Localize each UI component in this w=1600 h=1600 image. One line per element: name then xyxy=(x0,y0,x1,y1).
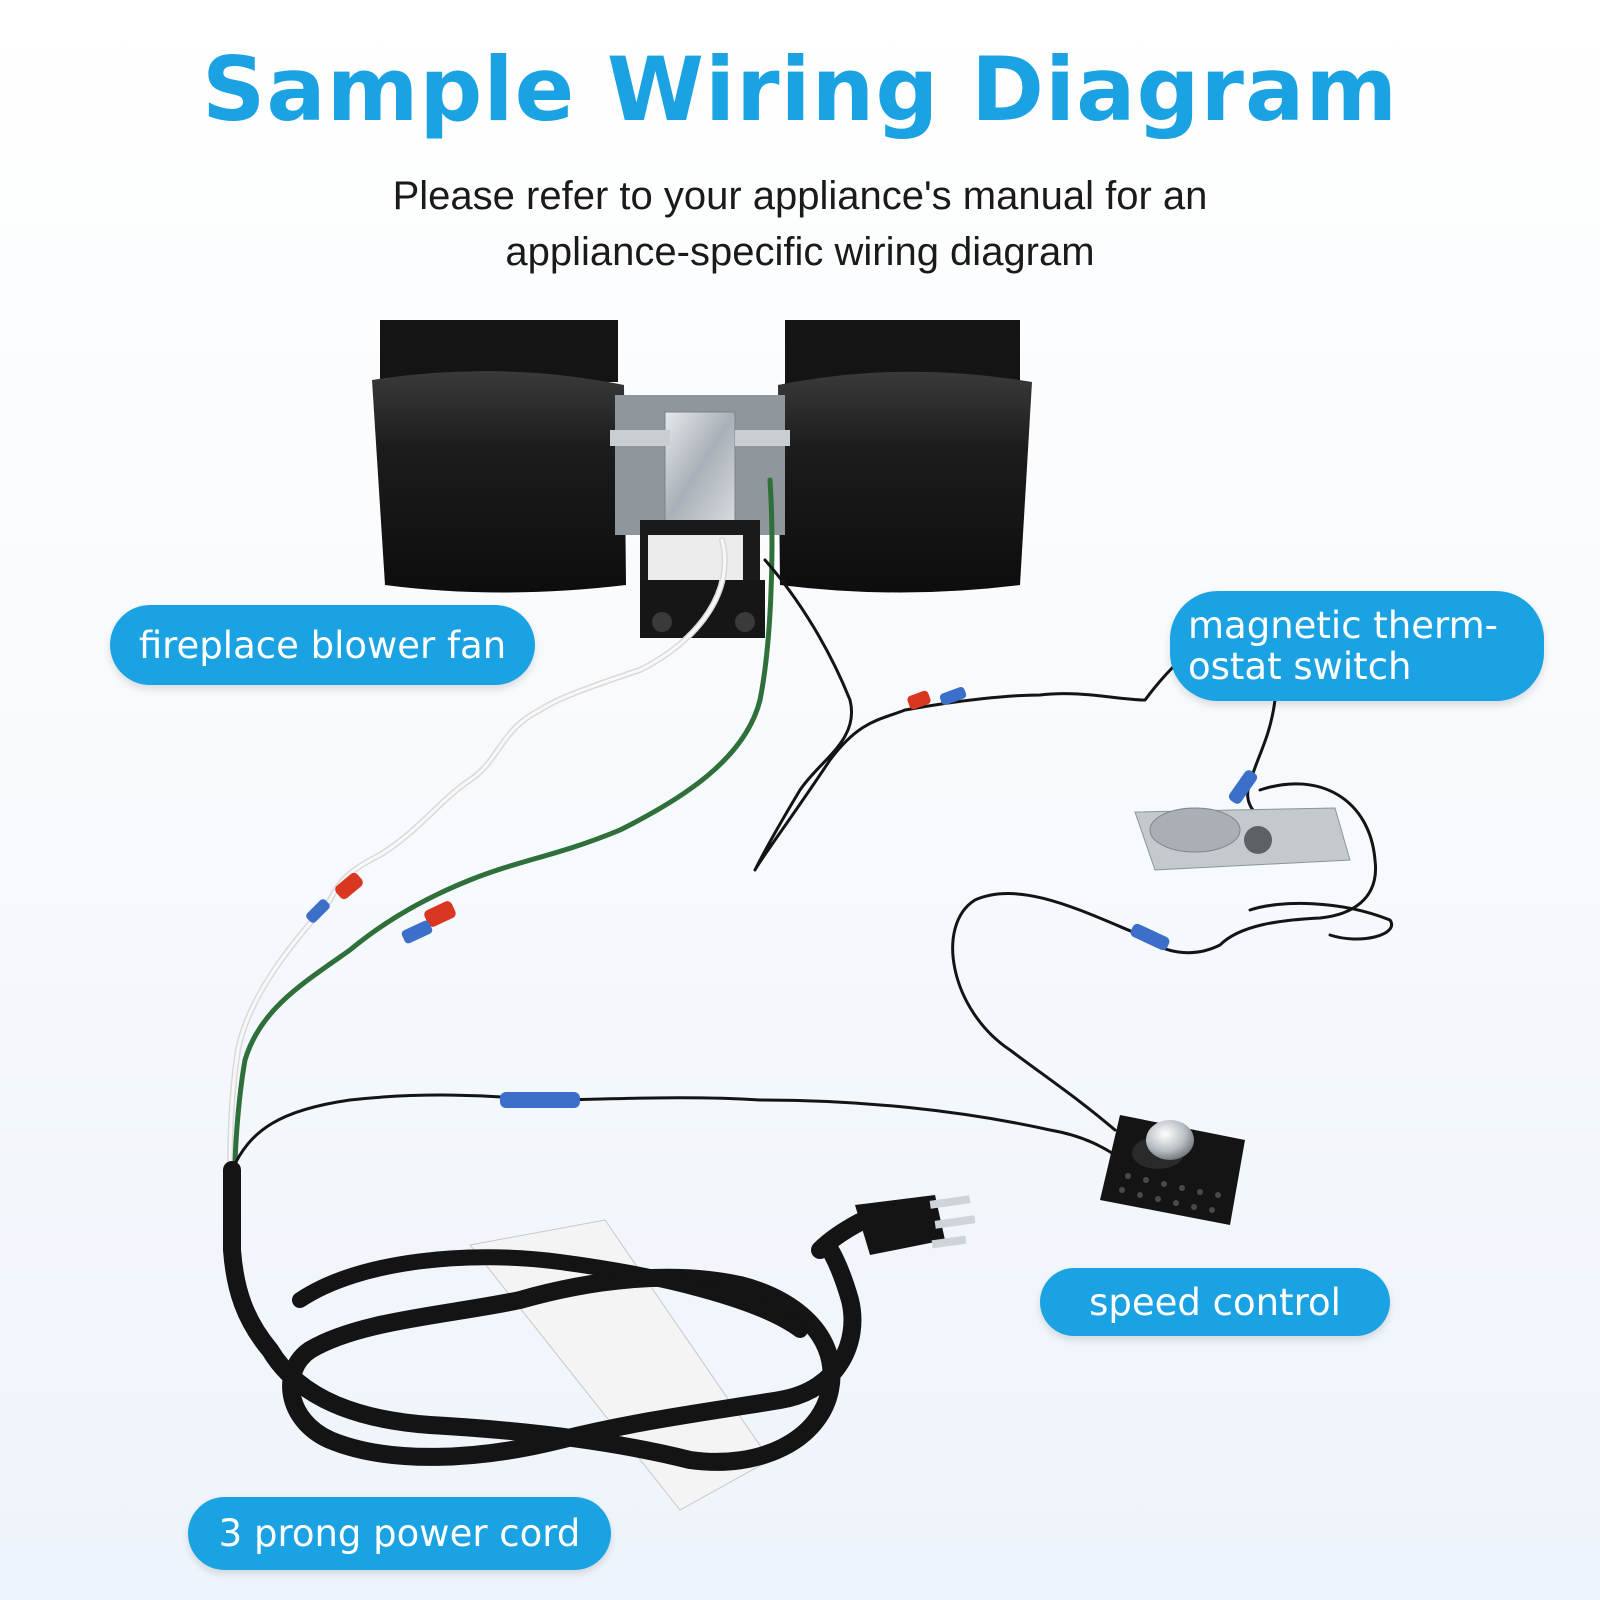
black-wire-coil xyxy=(1248,901,1394,941)
green-wire xyxy=(232,477,775,1173)
motor-label-plate xyxy=(664,411,736,523)
motor-shaft-left xyxy=(610,430,670,446)
blue-connector xyxy=(500,1092,580,1108)
connectors xyxy=(306,687,1258,1108)
red-connector xyxy=(335,872,363,900)
callout-speed-control: speed control xyxy=(1040,1268,1390,1336)
blue-connector xyxy=(401,920,433,944)
callout-magnetic-thermostat-switch: magnetic therm- ostat switch xyxy=(1170,591,1544,701)
plug-prong xyxy=(934,1215,976,1229)
callout-power-cord: 3 prong power cord xyxy=(188,1497,611,1570)
callout-label-line-1: magnetic therm- xyxy=(1188,604,1498,647)
blower-right-housing-top xyxy=(785,320,1020,385)
blower-right-drum xyxy=(778,371,1032,593)
speed-control-body xyxy=(1100,1115,1245,1225)
callout-fireplace-blower-fan: fireplace blower fan xyxy=(110,605,535,685)
cord-jacket xyxy=(223,1161,862,1471)
page-title: Sample Wiring Diagram xyxy=(201,38,1399,141)
red-connector xyxy=(907,690,931,710)
blue-connector xyxy=(306,899,330,923)
blue-connector xyxy=(1228,770,1258,804)
speed-control-unit xyxy=(1100,1115,1245,1225)
speed-control-knob xyxy=(1146,1120,1194,1160)
blower-fan xyxy=(372,320,1032,638)
plug-prong xyxy=(929,1195,971,1209)
motor-shaft-right xyxy=(735,430,790,446)
motor-insulation xyxy=(648,535,743,580)
callout-label: fireplace blower fan xyxy=(138,623,507,667)
subtitle-line-1: Please refer to your appliance's manual … xyxy=(392,174,1208,218)
black-wire-to-speed xyxy=(951,891,1142,1132)
plug-body xyxy=(855,1195,945,1255)
blue-connector xyxy=(1130,923,1170,951)
blower-left-housing-top xyxy=(380,320,618,382)
thermostat-magnet xyxy=(1149,807,1241,853)
page-subtitle: Please refer to your appliance's manual … xyxy=(0,168,1600,280)
power-cord xyxy=(223,1161,976,1511)
callout-label-line-2: ostat switch xyxy=(1188,645,1412,688)
blower-left-drum xyxy=(372,371,626,593)
callout-label: 3 prong power cord xyxy=(218,1512,581,1555)
blue-connector xyxy=(939,687,967,705)
red-connector xyxy=(424,901,456,927)
cord-loop xyxy=(292,1249,808,1338)
mount-hole-left xyxy=(652,612,672,632)
subtitle-line-2: appliance-specific wiring diagram xyxy=(505,230,1095,274)
black-wire-thermostat-loop xyxy=(1148,782,1378,955)
black-wire-cord-to-speed xyxy=(230,1093,1117,1172)
plug-prong xyxy=(931,1235,967,1249)
black-wire-motor-thermostat xyxy=(753,558,1182,872)
callout-label: speed control xyxy=(1089,1280,1341,1324)
mount-hole-right xyxy=(735,612,755,632)
thermostat-terminal xyxy=(1244,826,1272,854)
cord-to-plug xyxy=(811,1213,869,1259)
thermostat-switch xyxy=(1134,807,1351,871)
